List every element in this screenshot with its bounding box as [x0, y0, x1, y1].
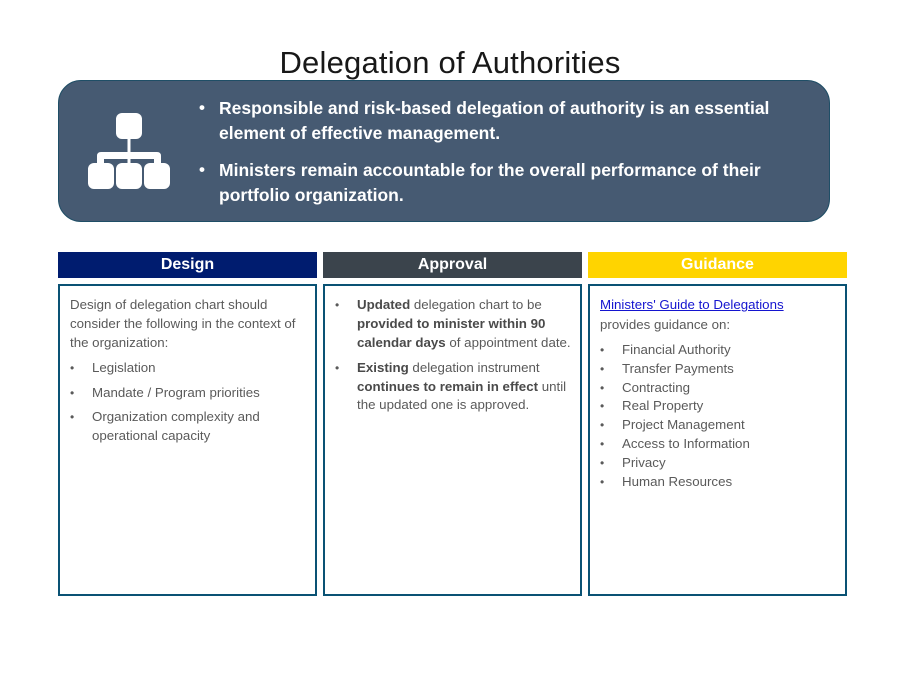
- design-bullet-list: • Legislation • Mandate / Program priori…: [70, 359, 306, 447]
- list-item-label: Real Property: [622, 398, 704, 414]
- list-item: • Legislation: [70, 359, 306, 378]
- list-item: • Existing delegation instrument continu…: [335, 359, 571, 416]
- bullet-glyph: •: [600, 474, 605, 489]
- column-design: Design Design of delegation chart should…: [58, 252, 317, 596]
- list-item-label: Human Resources: [622, 473, 733, 489]
- banner-bullet-item: • Responsible and risk-based delegation …: [199, 96, 799, 146]
- guidance-intro-text: provides guidance on:: [600, 316, 731, 332]
- org-chart-icon-container: [59, 81, 199, 221]
- list-item-label: Updated delegation chart to be provided …: [357, 297, 571, 350]
- ministers-guide-link[interactable]: Ministers' Guide to Delegations: [600, 297, 784, 312]
- list-item: • Updated delegation chart to be provide…: [335, 296, 571, 353]
- list-item: • Mandate / Program priorities: [70, 384, 306, 403]
- guidance-bullet-list: • Financial Authority • Transfer Payment…: [600, 341, 836, 492]
- list-item: • Privacy: [600, 454, 836, 473]
- guidance-intro-line: Ministers' Guide to Delegations: [600, 296, 836, 315]
- bullet-glyph: •: [600, 342, 605, 357]
- column-body-guidance: Ministers' Guide to Delegations provides…: [588, 284, 847, 596]
- list-item-label: Project Management: [622, 417, 745, 433]
- bullet-glyph: •: [335, 298, 340, 312]
- list-item-label: Mandate / Program priorities: [92, 384, 260, 400]
- list-item: • Real Property: [600, 397, 836, 416]
- list-item-label: Legislation: [92, 359, 156, 375]
- column-header-guidance: Guidance: [588, 252, 847, 278]
- page-title: Delegation of Authorities: [279, 45, 621, 80]
- bullet-glyph: •: [335, 360, 340, 375]
- bullet-glyph: •: [600, 418, 605, 433]
- list-item-label: Contracting: [622, 379, 690, 395]
- list-item: • Access to Information: [600, 435, 836, 454]
- list-item: • Organization complexity and operationa…: [70, 408, 306, 446]
- banner-bullet-list: • Responsible and risk-based delegation …: [199, 94, 829, 207]
- list-item-label: Transfer Payments: [622, 360, 734, 376]
- list-item: • Human Resources: [600, 473, 836, 492]
- column-approval: Approval • Updated delegation chart to b…: [323, 252, 582, 596]
- list-item-label: Organization complexity and operational …: [92, 409, 260, 444]
- header-banner: • Responsible and risk-based delegation …: [58, 80, 830, 222]
- approval-bullet-list: • Updated delegation chart to be provide…: [335, 296, 571, 415]
- list-item: • Financial Authority: [600, 341, 836, 360]
- list-item-label: Access to Information: [622, 436, 750, 452]
- list-item: • Contracting: [600, 379, 836, 398]
- column-header-design: Design: [58, 252, 317, 278]
- org-chart-icon: [88, 113, 170, 189]
- list-item-label: Privacy: [622, 455, 666, 470]
- list-item: • Project Management: [600, 416, 836, 435]
- list-item-label: Existing delegation instrument continues…: [357, 359, 567, 413]
- bullet-glyph: •: [600, 399, 605, 414]
- bullet-glyph: •: [199, 160, 205, 179]
- bullet-glyph: •: [199, 98, 205, 118]
- column-body-approval: • Updated delegation chart to be provide…: [323, 284, 582, 596]
- bullet-glyph: •: [600, 437, 605, 452]
- bullet-glyph: •: [600, 456, 605, 470]
- three-column-section: Design Design of delegation chart should…: [58, 252, 847, 596]
- bullet-glyph: •: [70, 410, 75, 425]
- design-intro-text: Design of delegation chart should consid…: [70, 297, 296, 350]
- banner-bullet-item: • Ministers remain accountable for the o…: [199, 158, 799, 208]
- column-header-approval: Approval: [323, 252, 582, 278]
- bullet-glyph: •: [600, 361, 605, 376]
- bullet-glyph: •: [70, 385, 75, 400]
- column-body-design: Design of delegation chart should consid…: [58, 284, 317, 596]
- bullet-glyph: •: [600, 380, 605, 395]
- list-item: • Transfer Payments: [600, 360, 836, 379]
- column-guidance: Guidance Ministers' Guide to Delegations…: [588, 252, 847, 596]
- banner-bullet-text: Ministers remain accountable for the ove…: [219, 160, 761, 205]
- bullet-glyph: •: [70, 360, 75, 375]
- list-item-label: Financial Authority: [622, 341, 731, 357]
- banner-bullet-text: Responsible and risk-based delegation of…: [219, 98, 770, 144]
